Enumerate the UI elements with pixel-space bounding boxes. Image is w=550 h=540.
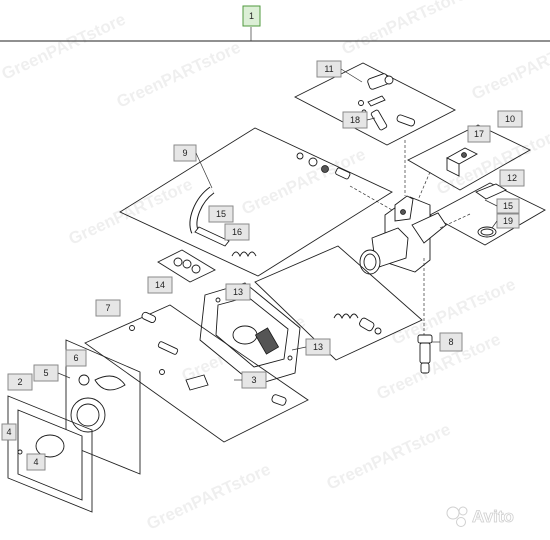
leader-line: [439, 213, 471, 229]
leader-line: [195, 152, 213, 189]
leader-line: [340, 68, 363, 83]
callout-16[interactable]: 16: [224, 223, 250, 241]
group-plate-12: [429, 182, 546, 246]
callout-8[interactable]: 8: [439, 332, 463, 352]
svg-text:18: 18: [350, 115, 360, 125]
group-plate-5: [65, 339, 141, 475]
part-clamps-14: [173, 257, 201, 274]
callout-5[interactable]: 5: [33, 364, 59, 382]
leader-line: [349, 185, 393, 211]
callout-19[interactable]: 19: [496, 213, 520, 229]
svg-text:13: 13: [233, 287, 243, 297]
svg-text:15: 15: [503, 201, 513, 211]
svg-text:9: 9: [182, 148, 187, 158]
svg-text:15: 15: [216, 209, 226, 219]
part-gasket-2: [11, 409, 83, 501]
callout-6[interactable]: 6: [65, 349, 87, 367]
part-valve-fitting: [358, 73, 416, 131]
avito-wordmark: Avito: [472, 507, 514, 526]
part-cover-5: [70, 374, 126, 433]
leader-line: [291, 346, 307, 351]
callout-15[interactable]: 15: [208, 205, 234, 223]
group-plate-2: [7, 395, 93, 513]
svg-text:11: 11: [324, 64, 333, 74]
svg-text:4: 4: [6, 427, 11, 437]
svg-text:6: 6: [73, 353, 78, 363]
svg-text:8: 8: [448, 337, 453, 347]
callout-1[interactable]: 1: [242, 5, 261, 27]
part-sensor-bracket: [446, 147, 478, 177]
callout-4[interactable]: 4: [26, 453, 46, 471]
watermark: GreenPARTstore: [239, 145, 369, 219]
svg-text:1: 1: [249, 11, 254, 21]
svg-text:13: 13: [313, 342, 323, 352]
svg-text:14: 14: [155, 280, 165, 290]
svg-text:3: 3: [251, 375, 256, 385]
callout-7[interactable]: 7: [95, 299, 121, 317]
group-plate-10: [407, 124, 531, 191]
part-nozzle-8: [417, 334, 433, 374]
watermark: GreenPARTstore: [339, 0, 469, 59]
watermark: GreenPARTstore: [0, 10, 129, 84]
callout-14[interactable]: 14: [147, 276, 173, 294]
callout-9[interactable]: 9: [173, 144, 197, 162]
watermark: GreenPARTstore: [114, 38, 244, 112]
leader-line: [417, 171, 431, 201]
callout-13[interactable]: 13: [225, 283, 251, 301]
svg-text:2: 2: [17, 377, 22, 387]
avito-logo: Avito: [446, 506, 514, 527]
svg-text:12: 12: [507, 173, 517, 183]
watermark: GreenPARTstore: [324, 420, 454, 494]
callout-17[interactable]: 17: [467, 125, 491, 143]
svg-text:19: 19: [503, 216, 513, 226]
group-plate-14: [157, 249, 216, 283]
watermark: GreenPARTstore: [144, 460, 274, 534]
callout-2[interactable]: 2: [7, 373, 33, 391]
svg-text:10: 10: [505, 114, 515, 124]
svg-text:4: 4: [33, 457, 38, 467]
callout-10[interactable]: 10: [497, 110, 523, 128]
callout-13[interactable]: 13: [305, 338, 331, 356]
leader-line: [484, 199, 498, 207]
callout-3[interactable]: 3: [241, 371, 267, 389]
svg-text:16: 16: [232, 227, 242, 237]
part-hose-assembly: [189, 152, 351, 258]
callout-18[interactable]: 18: [342, 111, 368, 129]
callout-4[interactable]: 4: [1, 423, 17, 441]
leader-line: [57, 372, 71, 379]
group-plate-9: [119, 127, 393, 277]
callout-11[interactable]: 11: [316, 60, 342, 78]
leader-line: [491, 220, 498, 229]
callout-15[interactable]: 15: [496, 198, 520, 214]
svg-text:17: 17: [474, 129, 484, 139]
part-fittings-13: [333, 313, 382, 335]
callout-12[interactable]: 12: [499, 169, 525, 187]
part-bracket-seal: [475, 183, 507, 238]
svg-text:5: 5: [43, 368, 48, 378]
group-plate-13: [254, 245, 423, 361]
part-small-parts-7: [129, 311, 287, 406]
svg-text:7: 7: [105, 303, 110, 313]
leader-line: [366, 117, 376, 121]
part-pump-housing: [359, 195, 447, 275]
